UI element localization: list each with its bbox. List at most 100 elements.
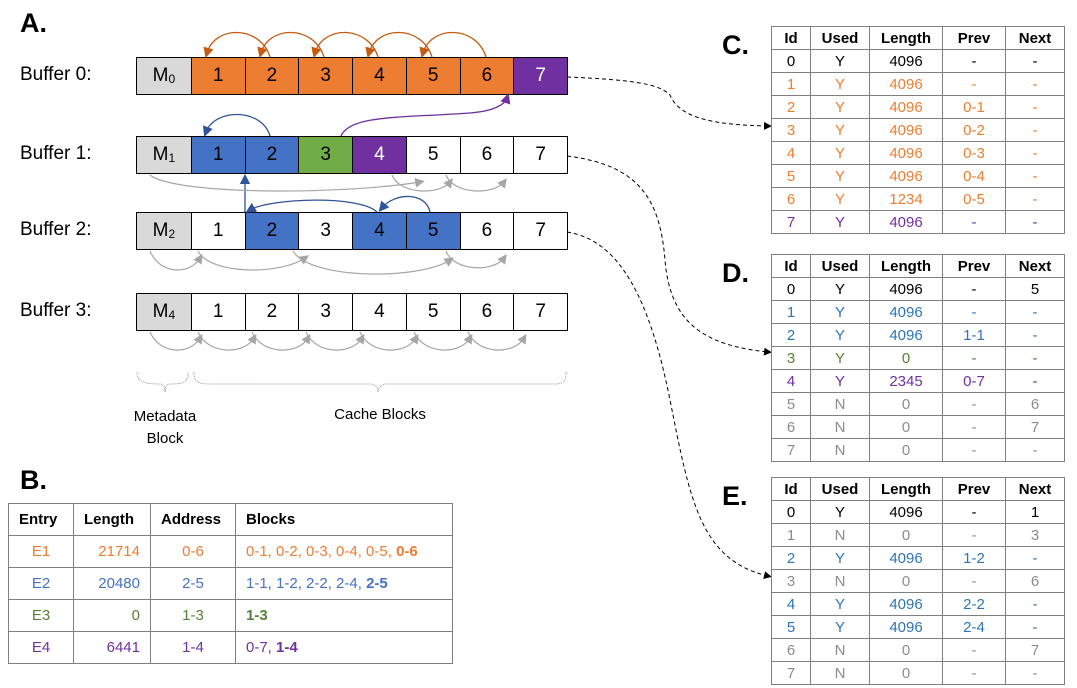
buffer-0-label: Buffer 0:	[20, 64, 92, 85]
table-cell: -	[1005, 72, 1065, 96]
cache-block: 3	[298, 137, 352, 173]
column-header: Next	[1005, 254, 1065, 278]
table-cell: 7	[1005, 638, 1065, 662]
table-cell: 20480	[73, 567, 151, 600]
table-cell: Y	[810, 323, 870, 347]
link-2-4-to-2-2	[245, 199, 378, 213]
cache-block: 3	[298, 58, 352, 94]
table-cell: -	[1005, 118, 1065, 142]
table-cell: 4096	[869, 49, 943, 73]
section-d-label: D.	[722, 258, 749, 288]
table-cell: -	[1005, 346, 1065, 370]
table-cell: Y	[810, 615, 870, 639]
column-header: Prev	[942, 254, 1006, 278]
table-cell: Y	[810, 277, 870, 301]
column-header: Entry	[8, 503, 74, 536]
table-cell: -	[1005, 210, 1065, 234]
braces	[136, 371, 567, 393]
table-cell: 2	[771, 546, 811, 570]
cache-block: 2	[244, 294, 299, 330]
table-cell: 4096	[869, 500, 943, 524]
table-cell: 2-5	[150, 567, 236, 600]
table-cell: 1-3	[235, 599, 453, 632]
table-cell: -	[1005, 187, 1065, 211]
table-cell: 1-3	[150, 599, 236, 632]
metadata-block-label: Metadata Block	[118, 406, 212, 450]
table-cell: 5	[1005, 277, 1065, 301]
table-cell: -	[1005, 438, 1065, 462]
link-0-6-to-0-5	[419, 31, 487, 58]
table-cell: 0	[73, 599, 151, 632]
buffer0-orange-links	[203, 31, 487, 58]
column-header: Blocks	[235, 503, 453, 536]
metadata-label-line2: Block	[146, 430, 184, 447]
cache-block: 3	[298, 294, 352, 330]
section-c-label: C.	[722, 30, 749, 60]
table-cell: 0-7, 1-4	[235, 631, 453, 664]
column-header: Id	[771, 26, 811, 50]
table-cell: -	[1005, 546, 1065, 570]
cache-blocks-label: Cache Blocks	[334, 406, 426, 423]
column-header: Id	[771, 254, 811, 278]
table-cell: 0	[869, 346, 943, 370]
column-header: Prev	[942, 477, 1006, 501]
buffer-2-label: Buffer 2:	[20, 219, 92, 240]
cache-block: 7	[513, 137, 567, 173]
table-cell: -	[1005, 300, 1065, 324]
table-cell: 4096	[869, 164, 943, 188]
cache-block: 2	[244, 58, 299, 94]
table-cell: -	[942, 500, 1006, 524]
link-0-2-to-0-1	[203, 31, 271, 58]
table-cell: 0-1, 0-2, 0-3, 0-4, 0-5, 0-6	[235, 535, 453, 568]
table-cell: 7	[771, 438, 811, 462]
table-cell: 1234	[869, 187, 943, 211]
table-cell: N	[810, 392, 870, 416]
table-cell: N	[810, 569, 870, 593]
table-cell: -	[942, 210, 1006, 234]
table-cell: 0	[869, 569, 943, 593]
table-cell: 0-3	[942, 141, 1006, 165]
table-cell: -	[942, 438, 1006, 462]
table-cell: 1-4	[150, 631, 236, 664]
column-header: Length	[869, 26, 943, 50]
cache-block: 4	[352, 58, 406, 94]
column-header: Length	[869, 477, 943, 501]
table-cell: Y	[810, 546, 870, 570]
cache-block: 2	[244, 213, 299, 249]
table-cell: 1-2	[942, 546, 1006, 570]
metadata-brace	[136, 371, 189, 393]
buffer-1-label: Buffer 1:	[20, 143, 92, 164]
table-cell: 6	[771, 415, 811, 439]
table-cell: 0	[869, 392, 943, 416]
table-cell: Y	[810, 72, 870, 96]
link-1-4-to-0-7	[340, 93, 511, 137]
table-cell: -	[1005, 141, 1065, 165]
table-cell: 3	[771, 118, 811, 142]
cache-block: 5	[405, 213, 460, 249]
table-cell: 0	[869, 523, 943, 547]
table-cell: Y	[810, 141, 870, 165]
table-cell: -	[1005, 323, 1065, 347]
table-cell: 2345	[869, 369, 943, 393]
table-cell: E4	[8, 631, 74, 664]
table-cell: 2-2	[942, 592, 1006, 616]
table-cell: 0	[771, 500, 811, 524]
cache-block: 5	[405, 137, 460, 173]
cache-block: 7	[513, 58, 567, 94]
